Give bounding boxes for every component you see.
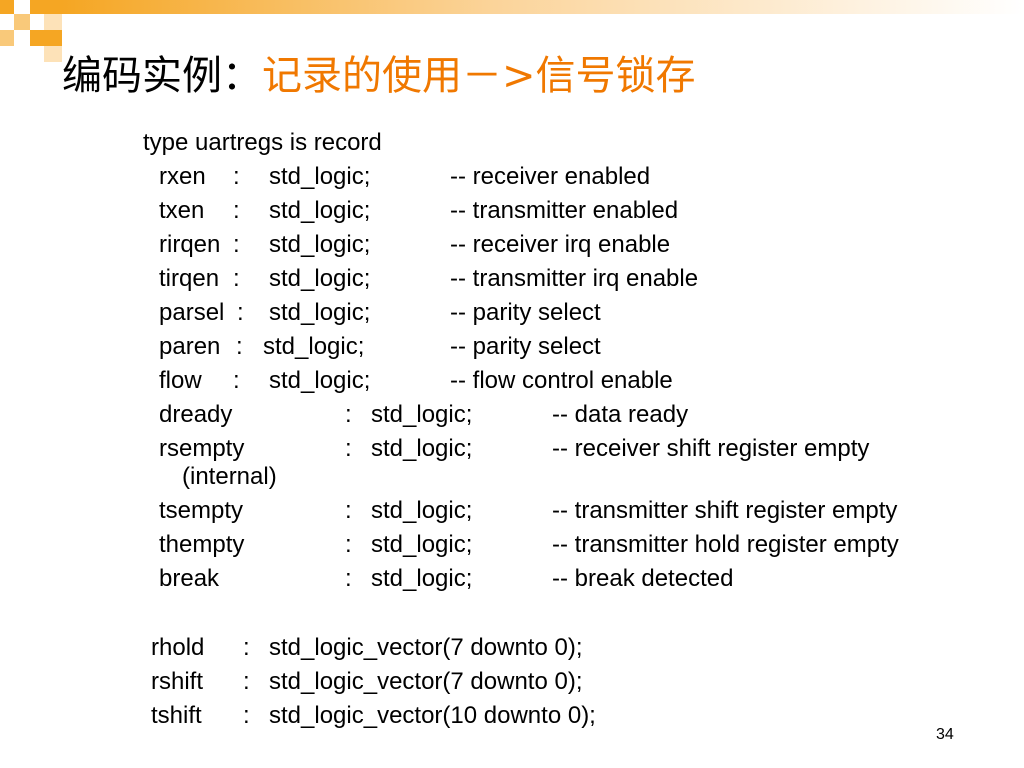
decor-top-bar [62,0,1024,14]
code-field-comment: -- receiver enabled [450,163,651,190]
decor-square [0,0,14,14]
code-field-type: std_logic; [371,531,473,558]
code-field-separator: : [345,565,352,592]
code-field-name: break [159,565,220,592]
code-field-comment: -- parity select [450,299,601,326]
code-field-name: paren [159,333,221,360]
code-field-comment: -- transmitter shift register empty [552,497,898,524]
title-prefix: 编码实例： [62,53,262,99]
code-vector-separator: : [243,702,250,729]
code-vector-type: std_logic_vector(7 downto 0); [269,668,583,695]
code-field-comment: -- break detected [552,565,734,592]
code-field-comment: -- data ready [552,401,689,428]
code-field-type: std_logic; [371,435,473,462]
title-highlight: 记录的使用－>信号锁存 [262,53,696,99]
code-field-separator: : [233,163,240,190]
code-field-comment-continuation: (internal) [182,463,277,490]
code-field-separator: : [345,497,352,524]
decor-square [30,30,62,46]
code-field-type: std_logic; [269,197,371,224]
code-vector-type: std_logic_vector(7 downto 0); [269,634,583,661]
code-vector-name: rshift [151,668,204,695]
code-field-type: std_logic; [269,163,371,190]
code-field-name: dready [159,401,233,428]
code-vector-name: tshift [151,702,202,729]
code-field-name: parsel [159,299,225,326]
decor-square [14,14,30,30]
code-field-comment: -- receiver irq enable [450,231,671,258]
code-field-type: std_logic; [269,367,371,394]
code-field-comment: -- transmitter enabled [450,197,679,224]
code-field-name: rsempty [159,435,245,462]
decor-square [0,30,14,46]
code-field-name: rirqen [159,231,221,258]
code-header: type uartregs is record [143,129,382,156]
code-field-type: std_logic; [269,299,371,326]
code-field-type: std_logic; [269,265,371,292]
code-field-name: thempty [159,531,245,558]
decor-square [44,46,62,62]
code-field-name: tsempty [159,497,244,524]
code-field-comment: -- transmitter hold register empty [552,531,899,558]
code-field-separator: : [233,265,240,292]
code-field-type: std_logic; [371,565,473,592]
code-field-type: std_logic; [371,497,473,524]
code-field-type: std_logic; [263,333,365,360]
code-field-separator: : [345,401,352,428]
code-vector-separator: : [243,668,250,695]
code-field-name: txen [159,197,205,224]
code-field-comment: -- transmitter irq enable [450,265,699,292]
code-vector-separator: : [243,634,250,661]
code-field-name: tirqen [159,265,220,292]
page-number: 34 [936,726,954,743]
code-vector-type: std_logic_vector(10 downto 0); [269,702,596,729]
decor-square [30,0,62,14]
code-field-type: std_logic; [269,231,371,258]
code-field-separator: : [233,197,240,224]
slide-title: 编码实例：记录的使用－>信号锁存 [62,50,696,102]
decor-square [44,14,62,30]
code-field-separator: : [233,231,240,258]
code-field-comment: -- receiver shift register empty [552,435,870,462]
code-field-comment: -- parity select [450,333,601,360]
code-vector-name: rhold [151,634,205,661]
code-field-type: std_logic; [371,401,473,428]
code-field-separator: : [236,333,243,360]
code-field-name: rxen [159,163,206,190]
code-field-comment: -- flow control enable [450,367,673,394]
code-field-separator: : [345,435,352,462]
code-field-separator: : [345,531,352,558]
code-field-name: flow [159,367,202,394]
code-field-separator: : [237,299,244,326]
code-field-separator: : [233,367,240,394]
